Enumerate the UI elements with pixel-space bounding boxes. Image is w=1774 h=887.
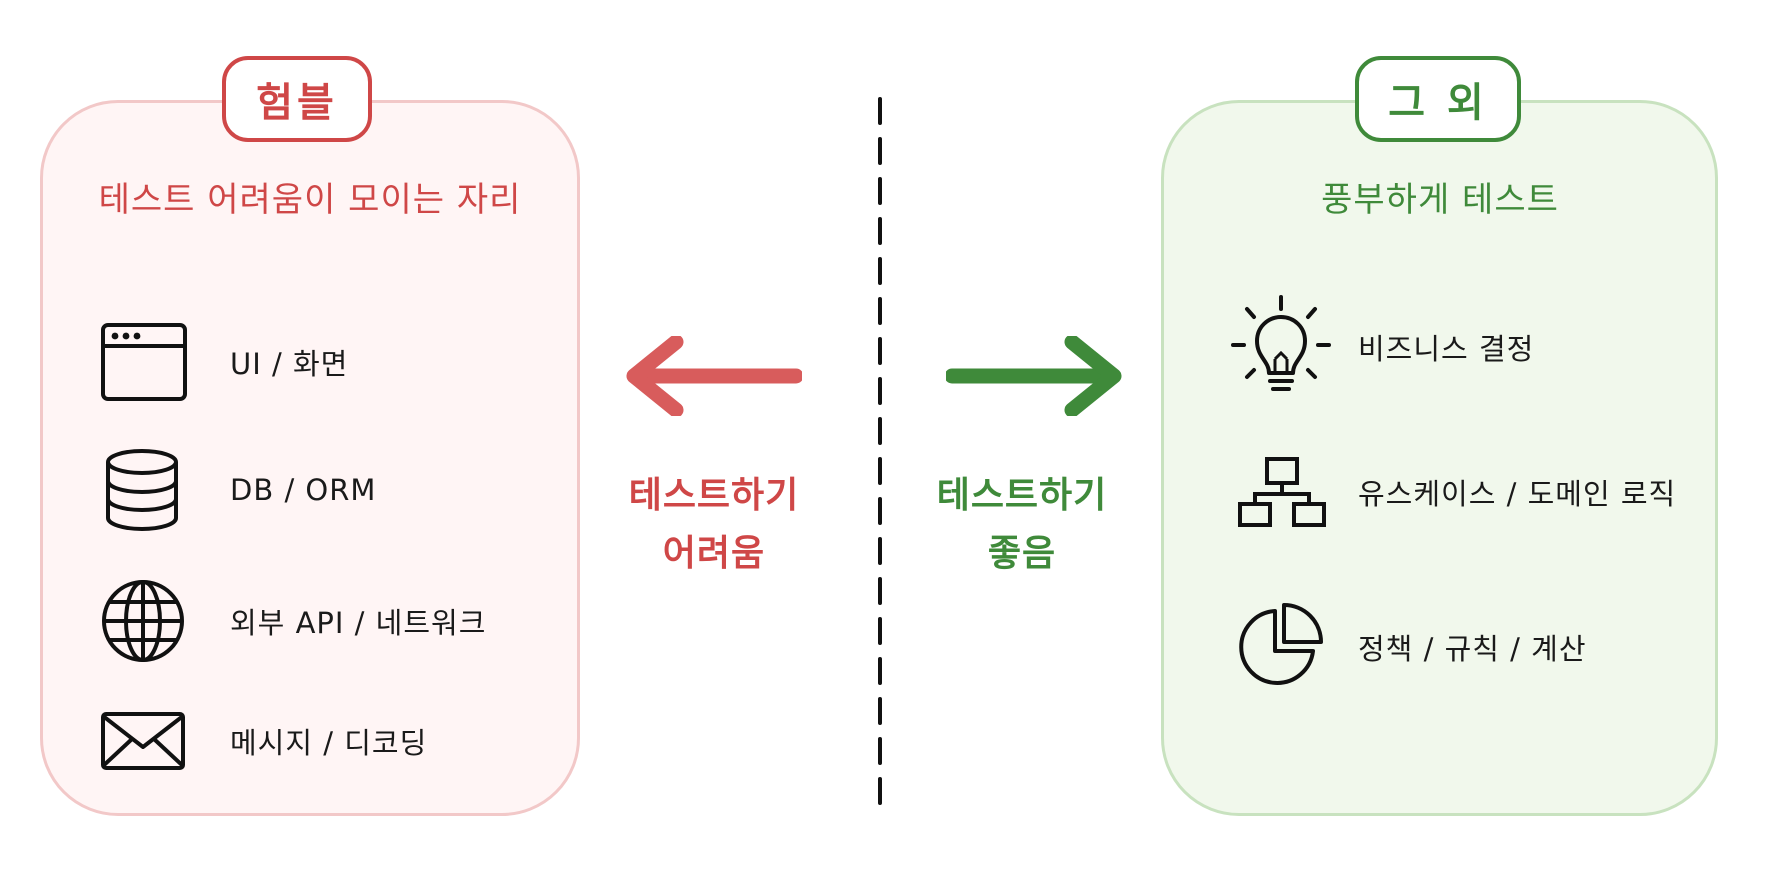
- others-item-business: 비즈니스 결정: [1230, 292, 1700, 402]
- others-tag-label: 그 외: [1388, 80, 1488, 126]
- hard-to-test-caption-line2: 어려움: [662, 533, 766, 574]
- others-tag: 그 외: [1355, 56, 1521, 142]
- easy-to-test-caption-line1: 테스트하기: [936, 475, 1108, 516]
- humble-item-label: 외부 API / 네트워크: [230, 606, 487, 640]
- envelope-icon: [101, 712, 185, 770]
- others-panel: [1161, 100, 1718, 816]
- right-arrow-icon: [946, 336, 1122, 416]
- humble-item-ui: UI / 화면: [100, 322, 520, 402]
- humble-item-db: DB / ORM: [104, 448, 524, 532]
- left-arrow-icon: [626, 336, 802, 416]
- database-icon: [106, 449, 178, 531]
- humble-panel: [40, 100, 580, 816]
- others-item-label: 정책 / 규칙 / 계산: [1358, 632, 1587, 666]
- humble-tag-label: 험블: [256, 80, 338, 126]
- others-item-policy: 정책 / 규칙 / 계산: [1234, 602, 1704, 692]
- hard-to-test-caption-line1: 테스트하기: [628, 475, 800, 516]
- humble-tag: 험블: [222, 56, 372, 142]
- humble-item-message: 메시지 / 디코딩: [100, 711, 520, 771]
- humble-item-label: UI / 화면: [230, 347, 349, 381]
- hierarchy-icon: [1238, 457, 1326, 527]
- others-item-label: 비즈니스 결정: [1358, 332, 1535, 366]
- humble-item-api: 외부 API / 네트워크: [100, 578, 540, 664]
- humble-item-label: 메시지 / 디코딩: [230, 726, 428, 760]
- browser-window-icon: [101, 323, 187, 401]
- center-divider: [878, 97, 882, 805]
- humble-subtitle: 테스트 어려움이 모이는 자리: [98, 180, 522, 220]
- hard-to-test-caption: 테스트하기 어려움: [629, 467, 800, 583]
- lightbulb-icon: [1231, 295, 1331, 391]
- others-item-label: 유스케이스 / 도메인 로직: [1358, 477, 1677, 511]
- others-item-usecase: 유스케이스 / 도메인 로직: [1237, 456, 1707, 528]
- humble-item-label: DB / ORM: [230, 473, 377, 507]
- easy-to-test-caption: 테스트하기 좋음: [937, 467, 1108, 583]
- easy-to-test-caption-line2: 좋음: [987, 533, 1057, 574]
- others-subtitle: 풍부하게 테스트: [1321, 180, 1559, 220]
- globe-icon: [102, 580, 184, 662]
- pie-chart-icon: [1239, 603, 1323, 685]
